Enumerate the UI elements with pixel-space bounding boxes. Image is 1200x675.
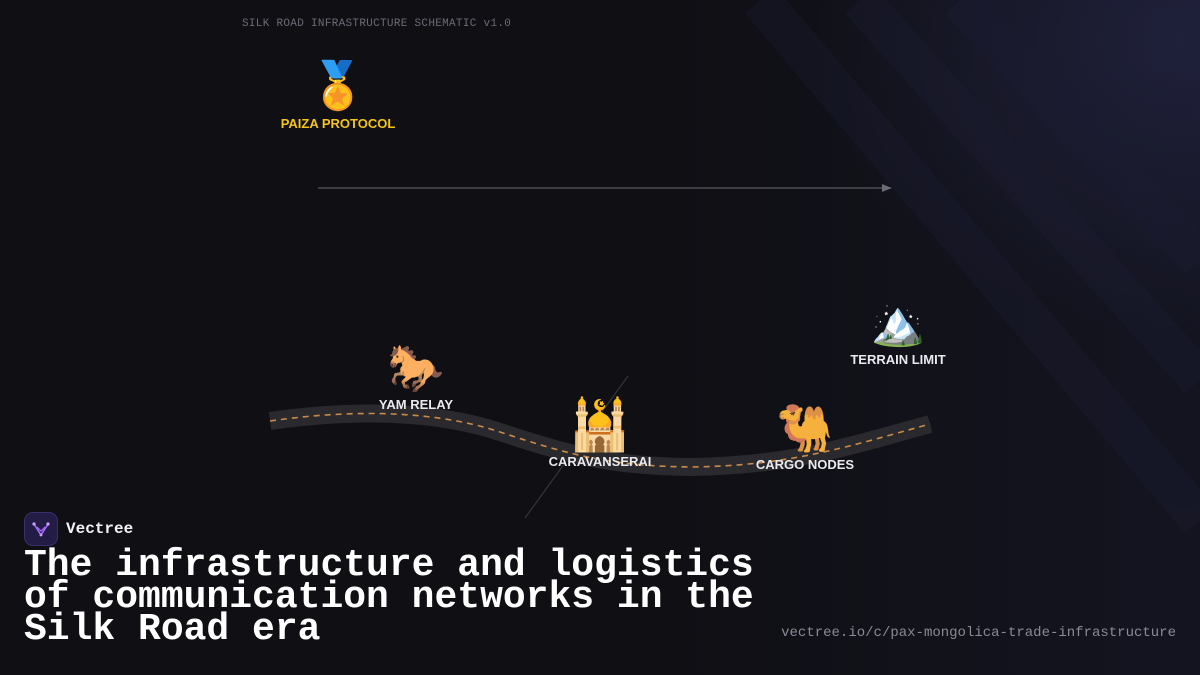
node-label: YAM RELAY [378, 397, 454, 412]
node-label: PAIZA PROTOCOL [280, 116, 396, 131]
medal-icon: 🏅 [309, 58, 367, 112]
node-label: CARGO NODES [755, 457, 855, 472]
mosque-icon: 🕌 [568, 396, 632, 454]
schematic-title: SILK ROAD INFRASTRUCTURE SCHEMATIC v1.0 [242, 18, 512, 30]
node-label: CARAVANSERAI [548, 454, 652, 469]
vectree-logo-icon [24, 512, 58, 546]
node-caravanserai: 🕌 CARAVANSERAI [530, 400, 670, 469]
source-url[interactable]: vectree.io/c/pax-mongolica-trade-infrast… [781, 625, 1176, 641]
camel-icon: 🐫 [776, 401, 834, 455]
horse-icon: 🐎 [387, 341, 445, 395]
node-paiza-protocol: 🏅 PAIZA PROTOCOL [268, 62, 408, 131]
node-label: TERRAIN LIMIT [850, 352, 946, 367]
node-terrain-limit: 🏔️ TERRAIN LIMIT [838, 298, 958, 368]
node-yam-relay: 🐎 YAM RELAY [356, 345, 476, 412]
page-title: The infrastructure and logistics of comm… [24, 544, 754, 651]
node-cargo-nodes: 🐫 CARGO NODES [740, 405, 870, 472]
brand-name: Vectree [66, 520, 134, 538]
mountain-icon: 🏔️ [870, 298, 926, 349]
silk-road-centerline [269, 412, 931, 468]
brand[interactable]: Vectree [24, 512, 133, 546]
